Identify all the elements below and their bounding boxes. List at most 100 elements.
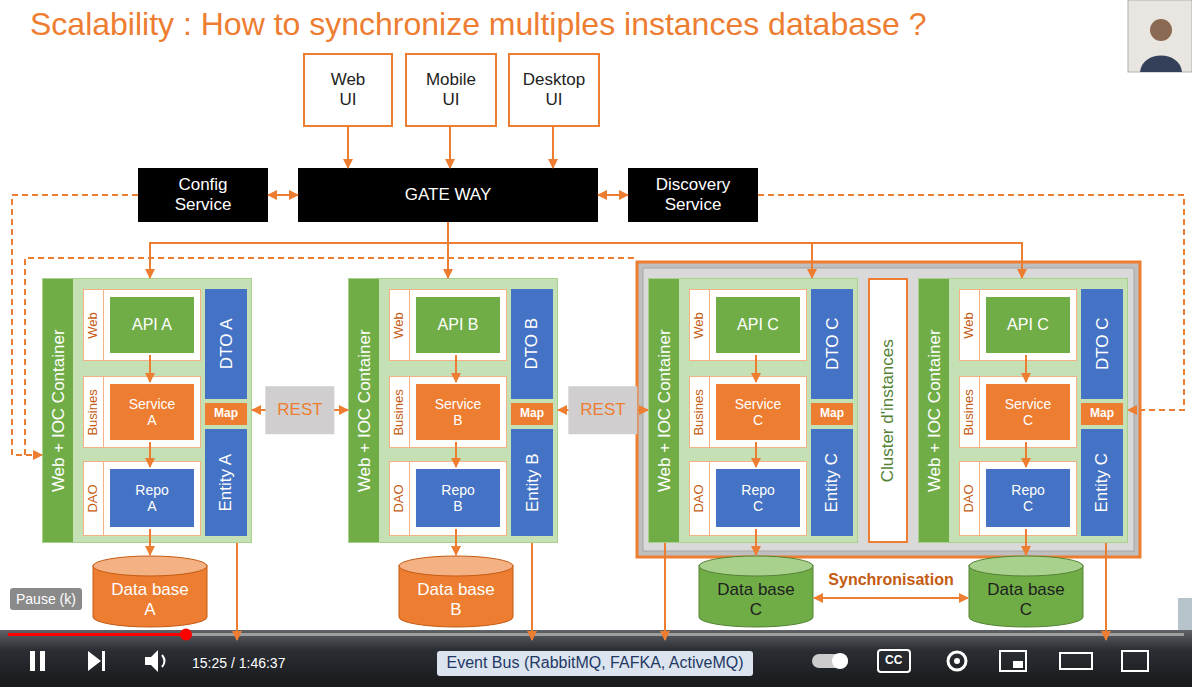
service-box: Service C (714, 382, 802, 442)
side-band: Busines (960, 377, 980, 447)
autoplay-toggle (832, 653, 848, 669)
node-label: Mobile UI (426, 70, 476, 109)
node-label: DAO (86, 484, 101, 512)
cylinder-top (93, 556, 207, 576)
settings-icon (948, 652, 966, 670)
connector (755, 355, 757, 382)
connector (755, 529, 757, 555)
layer-box: DAO Repo A (83, 461, 201, 536)
node-label: Map (820, 407, 844, 421)
side-band: Web + IOC Container (349, 279, 379, 542)
node-label: Service C (735, 396, 782, 428)
database-cylinder: Data base A (92, 555, 208, 628)
node-label: Service B (435, 396, 482, 428)
node-label: Busines (86, 389, 101, 435)
connector (1025, 442, 1027, 467)
node-label: Busines (962, 389, 977, 435)
repository-box: Repo C (984, 467, 1072, 529)
node-label: Entity C (1092, 453, 1112, 513)
connector (552, 127, 554, 168)
label-text: REST (265, 386, 334, 434)
cluster-label-box: Cluster d'instances (868, 278, 908, 543)
node-label: Web (392, 312, 407, 339)
layer-box: Busines Service C (689, 376, 807, 448)
database-cylinder: Data base C (968, 555, 1084, 628)
node-label: Web (692, 312, 707, 339)
side-band: Web (390, 290, 410, 360)
label-text: Synchronisation (825, 570, 956, 590)
connector (449, 127, 451, 168)
connector (149, 442, 151, 467)
node-label: Map (1090, 407, 1114, 421)
node-label: Repo A (135, 482, 168, 514)
volume-icon (145, 650, 158, 672)
api-box: API A (108, 295, 196, 355)
dto-box: DTO B (511, 289, 553, 399)
database-cylinder: Data base C (698, 555, 814, 628)
pause-icon (40, 651, 45, 671)
entity-box: Entity B (511, 429, 553, 536)
node-label: Cluster d'instances (878, 339, 898, 482)
node-label: Web + IOC Container (924, 329, 944, 492)
layer-box: Busines Service A (83, 376, 201, 448)
dto-box: DTO A (205, 289, 247, 399)
entity-box: Entity A (205, 429, 247, 536)
connector (455, 442, 457, 467)
connector (664, 543, 666, 640)
side-band: DAO (84, 462, 104, 535)
side-band: Web + IOC Container (649, 279, 679, 542)
side-band: DAO (960, 462, 980, 535)
dto-box: DTO C (811, 289, 853, 399)
side-band: DAO (390, 462, 410, 535)
container-panel: Web + IOC ContainerWebAPI ADTO ABusinesS… (42, 278, 252, 543)
connector (1105, 543, 1107, 640)
node-label: API C (1007, 316, 1049, 334)
node-label: DTO C (822, 318, 842, 371)
diagram-title: Scalability : How to synchronize multipl… (30, 6, 926, 42)
node-label: Config Service (175, 175, 232, 214)
cylinder-top (699, 556, 813, 576)
connector (814, 597, 968, 599)
api-box: API C (714, 295, 802, 355)
mapper-box: Map (811, 403, 853, 425)
label-text: Pause (k) (10, 588, 82, 610)
database-cylinder: Data base B (398, 555, 514, 628)
node-label: Web UI (331, 70, 366, 109)
player-button: CC (885, 654, 902, 668)
connector (149, 355, 151, 382)
pause-icon (30, 651, 35, 671)
api-box: API C (984, 295, 1072, 355)
connector (447, 222, 449, 278)
label-text: 15:25 / 1:46:37 (192, 655, 285, 671)
connector (455, 355, 457, 382)
node-label: Web + IOC Container (354, 329, 374, 492)
player-tooltip: Pause (k) (10, 588, 82, 610)
side-band: Busines (390, 377, 410, 447)
layer-box: DAO Repo B (389, 461, 507, 536)
node-label: DAO (392, 484, 407, 512)
node-label: API C (737, 316, 779, 334)
repository-box: Repo A (108, 467, 196, 529)
label-text: CC (885, 654, 902, 668)
node-label: Repo B (441, 482, 474, 514)
player-time: 15:25 / 1:46:37 (192, 655, 285, 671)
cylinder-top (969, 556, 1083, 576)
connector (12, 195, 138, 455)
presenter-body (1140, 56, 1182, 73)
connector-label: Synchronisation (825, 570, 956, 590)
dto-box: DTO C (1081, 289, 1123, 399)
connector (531, 543, 533, 640)
node-label: Repo C (741, 482, 774, 514)
side-band: Web (690, 290, 710, 360)
node-label: Busines (392, 389, 407, 435)
next-icon (102, 651, 105, 671)
node-label: Busines (692, 389, 707, 435)
node-label: Service A (129, 396, 176, 428)
repository-box: Repo C (714, 467, 802, 529)
connector-label: REST (265, 386, 334, 434)
container-panel: Web + IOC Container Web API C DTO C Busines S… (648, 278, 858, 543)
side-band: Web + IOC Container (43, 279, 73, 542)
node-label: GATE WAY (405, 185, 492, 205)
connector (1025, 529, 1027, 555)
connector-label: REST (568, 386, 637, 434)
